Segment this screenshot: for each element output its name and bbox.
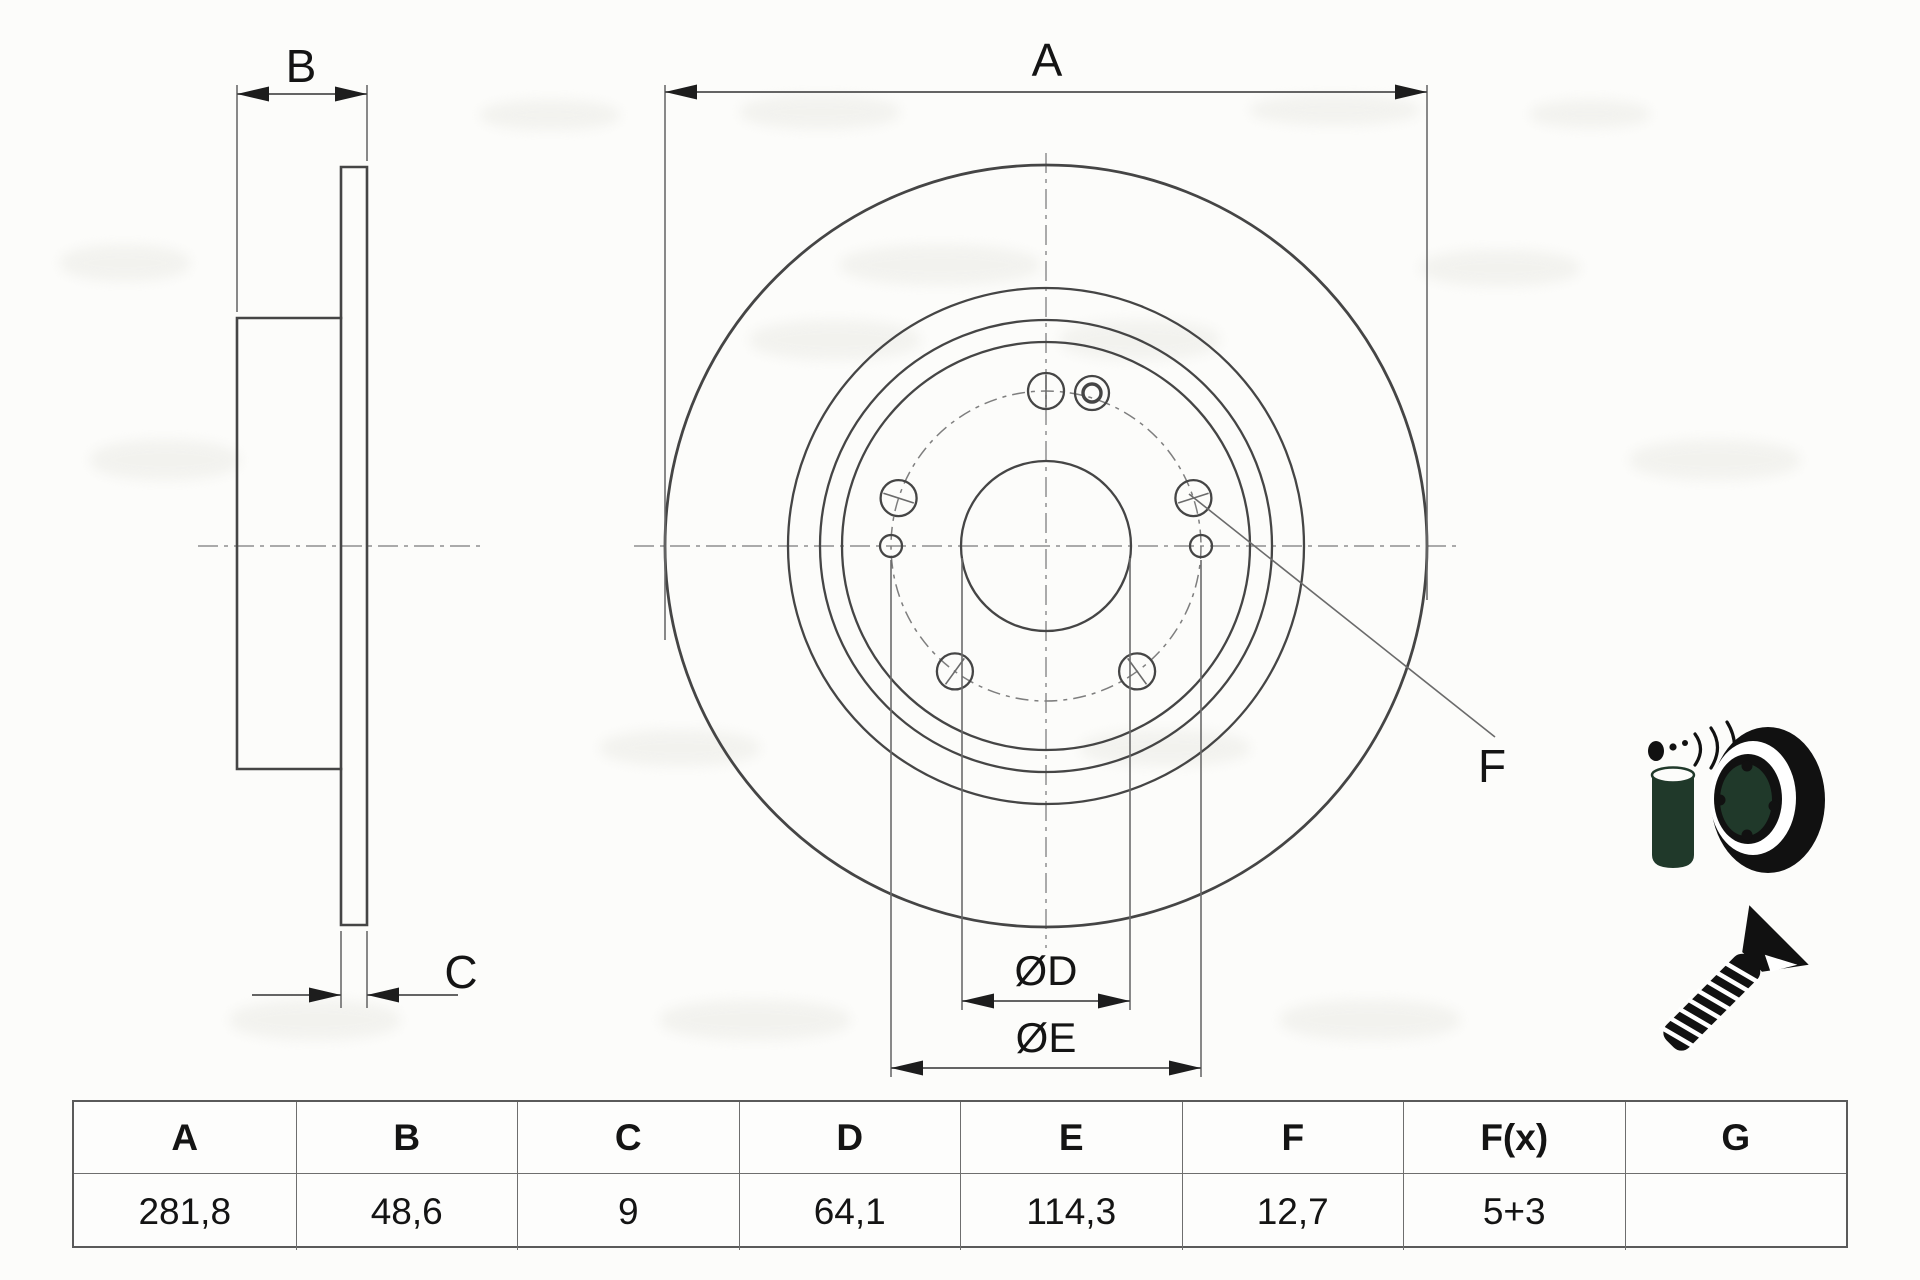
- hat-section: [235, 316, 343, 771]
- dimension-label-a: A: [1032, 34, 1063, 86]
- spray-nozzle-icon: [1648, 741, 1664, 761]
- scan-smudge: [840, 245, 1040, 285]
- table-value-g: [1624, 1174, 1847, 1250]
- scan-smudge: [90, 440, 240, 480]
- dimension-label-e: ØE: [1016, 1014, 1077, 1061]
- securing-screw-holes: [878, 374, 1214, 559]
- table-header-d: D: [738, 1102, 960, 1174]
- scan-smudge: [1280, 1000, 1460, 1040]
- spray-dot: [1669, 743, 1677, 751]
- table-header-b: B: [295, 1102, 517, 1174]
- table-header-fx: F(x): [1403, 1102, 1625, 1174]
- table-value-a: 281,8: [138, 1191, 232, 1232]
- table-header-a: A: [74, 1102, 296, 1174]
- scan-smudge: [1630, 440, 1800, 480]
- hat-edge-circle: [818, 318, 1274, 774]
- scan-smudge: [1250, 95, 1420, 125]
- table-value-b: 48,6: [295, 1174, 518, 1250]
- scan-smudge: [230, 1000, 400, 1040]
- a-dimension: A: [664, 34, 1428, 640]
- bolt-holes: [879, 371, 1213, 691]
- f-leader: F: [1188, 493, 1506, 792]
- front-view: A ØD ØE F: [634, 34, 1506, 1077]
- wheel-hub-icon: [1710, 727, 1825, 873]
- table-header-g: G: [1624, 1102, 1846, 1174]
- locating-screw-icon: [1659, 905, 1809, 1051]
- dimension-table: A B C D E F F(x) G 281,8 48,6 9 64,1 114…: [72, 1100, 1848, 1250]
- e-dimension: ØE: [890, 560, 1202, 1077]
- scan-smudge: [60, 245, 190, 281]
- d-dimension: ØD: [961, 558, 1131, 1010]
- table-value-fx: 5+3: [1403, 1174, 1625, 1250]
- table-header-c: C: [517, 1102, 739, 1174]
- dimension-label-b: B: [286, 40, 317, 92]
- side-section-view: B C: [198, 40, 482, 1008]
- friction-band-circle: [786, 286, 1306, 806]
- scan-smudge: [740, 95, 900, 129]
- scan-smudge: [480, 100, 620, 130]
- dimension-label-d: ØD: [1015, 947, 1078, 994]
- c-dimension: C: [252, 931, 478, 1008]
- dimension-label-c: C: [444, 946, 477, 998]
- scan-smudge: [600, 730, 760, 766]
- dimension-label-f: F: [1478, 740, 1506, 792]
- hat-face-circle: [840, 340, 1252, 752]
- table-value-c: 9: [517, 1174, 739, 1250]
- friction-ring-section: [339, 165, 369, 927]
- scan-smudge: [660, 1000, 850, 1040]
- table-header-e: E: [960, 1102, 1182, 1174]
- table-value-f: 12,7: [1181, 1174, 1404, 1250]
- scan-smudge: [1420, 250, 1580, 286]
- table-value-d: 64,1: [738, 1174, 961, 1250]
- spray-dot: [1682, 740, 1688, 746]
- table-value-e: 114,3: [960, 1174, 1182, 1250]
- scan-smudge: [1530, 100, 1650, 128]
- table-header-f: F: [1181, 1102, 1403, 1174]
- accessory-pictogram: [1648, 720, 1825, 1051]
- mounting-sleeve-icon: [1650, 766, 1696, 868]
- b-dimension: B: [236, 40, 368, 312]
- center-bore-circle: [959, 459, 1133, 633]
